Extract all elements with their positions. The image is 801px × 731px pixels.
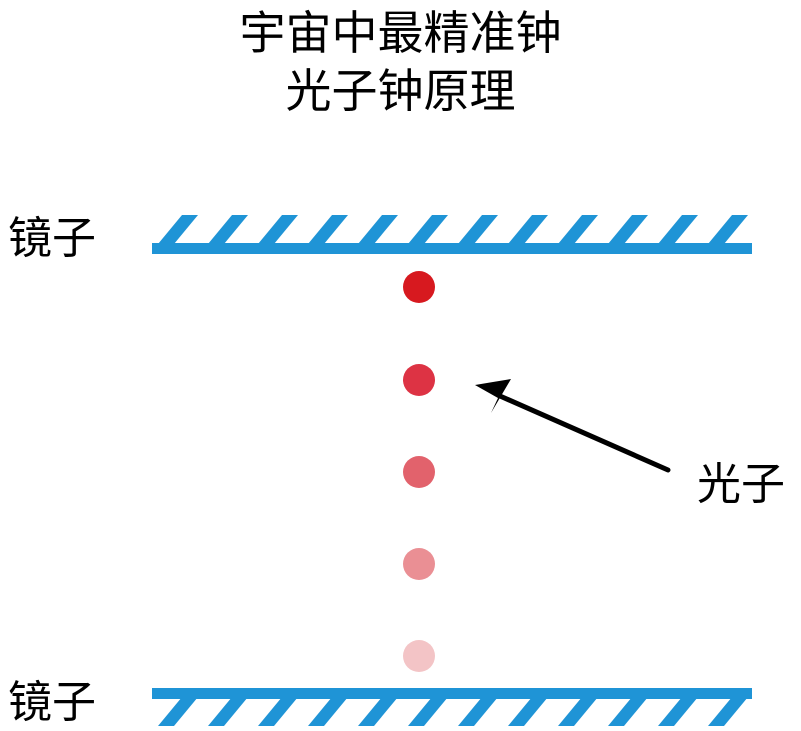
photon-1 [403,271,435,303]
bottom-mirror-surface [152,688,752,699]
top-mirror-hatch-2 [208,215,248,244]
bottom-mirror-hatch-1 [158,697,198,726]
top-mirror-hatch-1 [158,215,198,244]
top-mirror-surface [152,243,752,254]
photon-3 [403,456,435,488]
top-mirror-hatch-9 [558,215,598,244]
photon-pointer-arrow [475,379,671,473]
top-mirror-hatch-5 [358,215,398,244]
diagram-title-line1: 宇宙中最精准钟 [239,6,562,60]
top-mirror-hatch-12 [708,215,748,244]
bottom-mirror-hatch-7 [458,697,498,726]
bottom-mirror [152,688,752,726]
photon-2 [403,364,435,396]
bottom-mirror-hatch-4 [308,697,348,726]
top-mirror-hatch-3 [258,215,298,244]
top-mirror-label: 镜子 [8,213,96,264]
bottom-mirror-hatch-11 [658,697,698,726]
bottom-mirror-hatches [158,697,748,726]
bottom-mirror-hatch-5 [358,697,398,726]
top-mirror-hatches [158,215,748,244]
top-mirror-hatch-11 [658,215,698,244]
top-mirror-hatch-7 [458,215,498,244]
bottom-mirror-hatch-12 [708,697,748,726]
bottom-mirror-hatch-9 [558,697,598,726]
diagram-title-line2: 光子钟原理 [285,64,516,118]
top-mirror-hatch-6 [408,215,448,244]
photon-5 [403,640,435,672]
arrow-shaft [497,393,671,473]
photon-trail [403,271,435,672]
top-mirror-hatch-8 [508,215,548,244]
bottom-mirror-hatch-8 [508,697,548,726]
bottom-mirror-hatch-3 [258,697,298,726]
bottom-mirror-label: 镜子 [8,677,96,728]
top-mirror [152,215,752,254]
bottom-mirror-hatch-2 [208,697,248,726]
arrow-head [475,379,511,413]
top-mirror-hatch-4 [308,215,348,244]
photon-4 [403,548,435,580]
bottom-mirror-hatch-6 [408,697,448,726]
top-mirror-hatch-10 [608,215,648,244]
bottom-mirror-hatch-10 [608,697,648,726]
photon-label: 光子 [697,459,785,510]
